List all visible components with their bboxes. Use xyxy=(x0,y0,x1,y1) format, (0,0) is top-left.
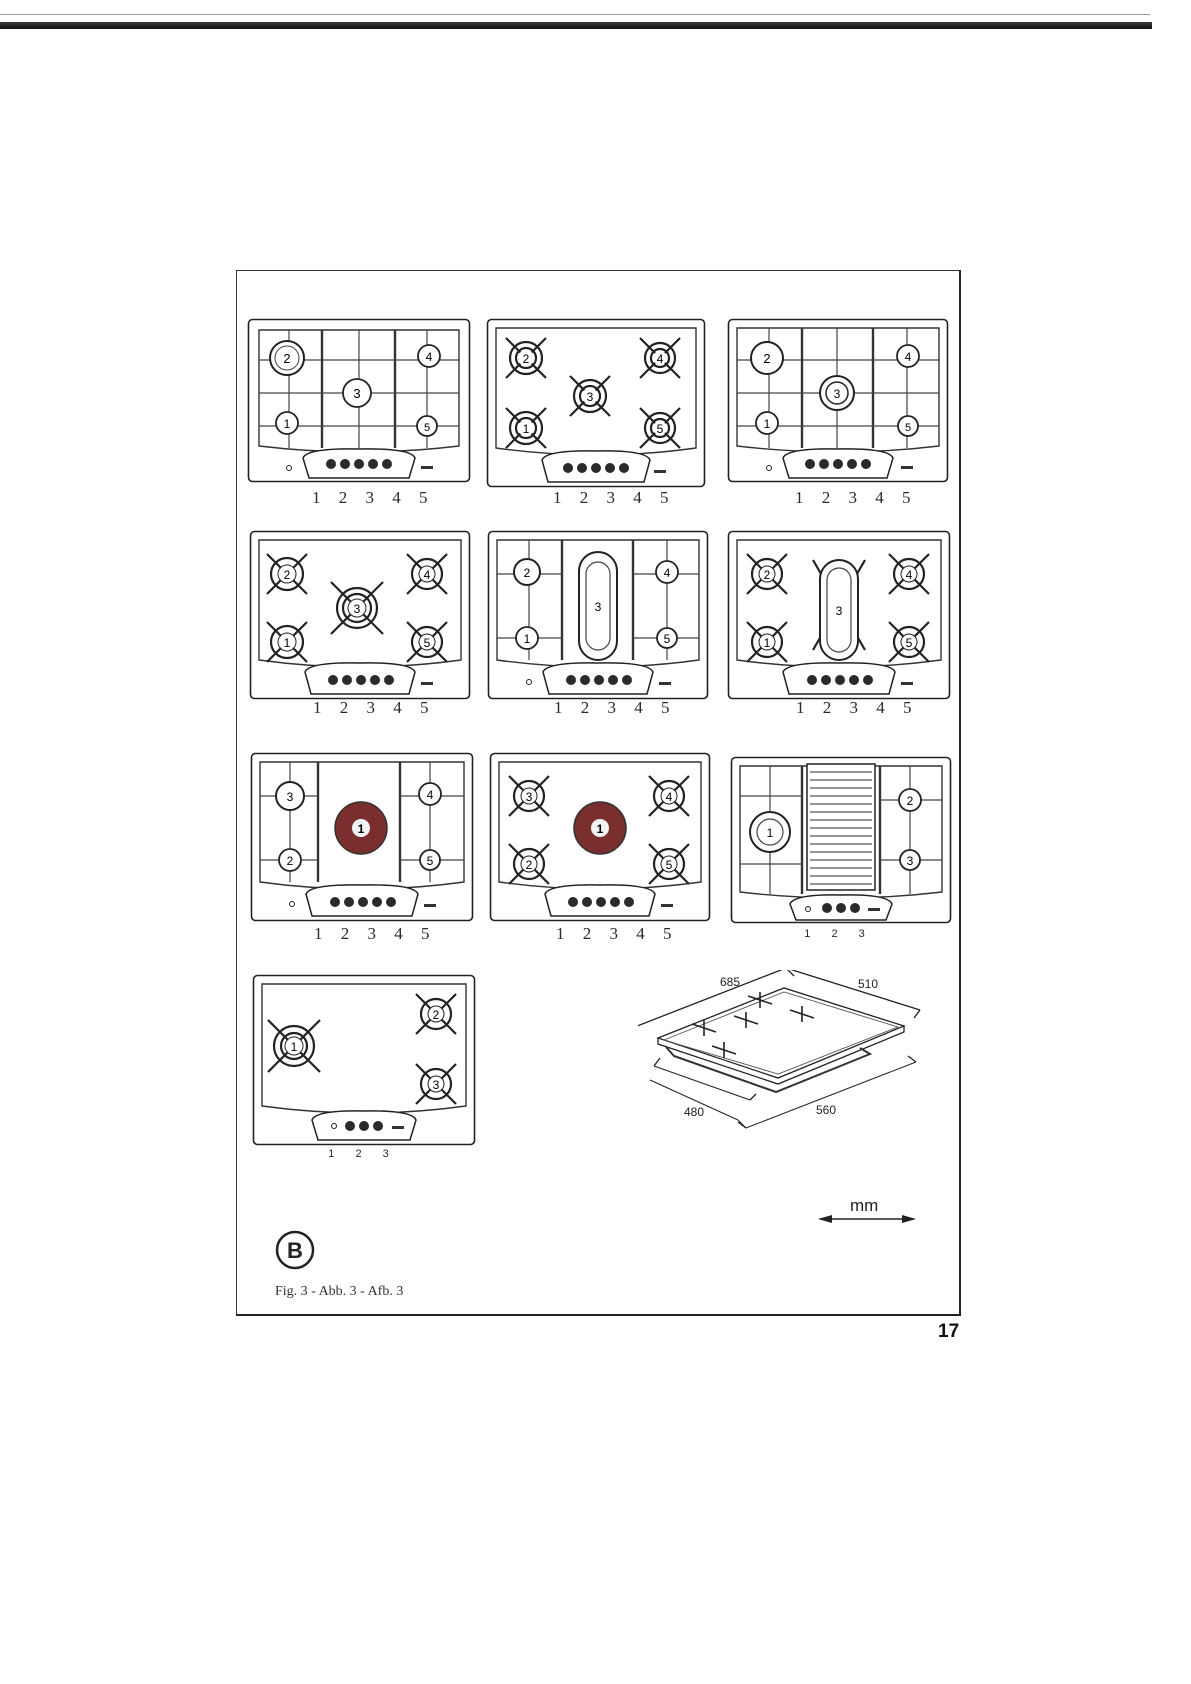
hob-diagram-9: 1 2 3 xyxy=(730,756,952,924)
burner-label: 5 xyxy=(424,636,431,650)
burner-label: 4 xyxy=(427,788,434,802)
burner-label: 1 xyxy=(597,822,604,836)
burner-label: 5 xyxy=(664,632,671,646)
burner-label: 5 xyxy=(666,858,673,872)
control-numbers: 1 2 3 4 5 xyxy=(795,488,895,508)
figure-caption: Fig. 3 - Abb. 3 - Afb. 3 xyxy=(275,1284,403,1300)
burner-label: 1 xyxy=(358,822,365,836)
hob-diagram-3: 2 3 4 1 5 xyxy=(727,318,949,483)
dimension-cutout-width: 560 xyxy=(816,1103,836,1117)
burner-label: 1 xyxy=(764,636,771,650)
burner-label: 4 xyxy=(664,566,671,580)
burner-label: 3 xyxy=(595,600,602,614)
burner-label: 5 xyxy=(424,422,430,434)
burner-label: 1 xyxy=(524,632,531,646)
burner-label: 3 xyxy=(526,790,533,804)
header-rule xyxy=(0,22,1152,29)
control-numbers: 1 2 3 4 5 xyxy=(796,698,896,718)
unit-indicator: mm xyxy=(816,1196,918,1226)
burner-label: 1 xyxy=(523,422,530,436)
control-numbers: 1 2 3 4 5 xyxy=(554,698,654,718)
burner-label: 3 xyxy=(834,387,841,401)
burner-label: 2 xyxy=(524,566,531,580)
hob-diagram-10: 1 2 3 xyxy=(252,974,476,1146)
hob-diagram-6: 2 3 4 1 5 xyxy=(727,530,951,700)
burner-label: 2 xyxy=(907,794,914,808)
burner-label: 3 xyxy=(354,602,361,616)
double-arrow-icon xyxy=(816,1196,918,1226)
hob-diagram-1: 2 3 4 1 5 xyxy=(247,318,471,483)
hob-diagram-2: 2 3 4 1 5 xyxy=(486,318,706,488)
burner-label: 5 xyxy=(657,422,664,436)
burner-label: 1 xyxy=(291,1040,298,1054)
burner-label: 4 xyxy=(905,350,912,364)
control-numbers: 1 2 3 4 5 xyxy=(312,488,412,508)
burner-label: 1 xyxy=(284,417,291,431)
burner-label: 2 xyxy=(764,568,771,582)
hob-diagram-8: 3 1 4 2 5 xyxy=(489,752,711,922)
dimension-width: 685 xyxy=(720,975,740,989)
hob-diagram-5: 2 3 4 1 5 xyxy=(487,530,709,700)
header-thin-rule xyxy=(0,14,1150,15)
burner-label: 3 xyxy=(907,854,914,868)
page-number: 17 xyxy=(938,1321,959,1343)
dimension-depth: 510 xyxy=(858,977,878,991)
burner-label: 4 xyxy=(666,790,673,804)
dimension-cutout-depth: 480 xyxy=(684,1105,704,1119)
burner-label: 4 xyxy=(657,352,664,366)
hob-diagram-7: 3 1 4 2 5 xyxy=(250,752,474,922)
burner-label: 5 xyxy=(427,854,434,868)
burner-label: 1 xyxy=(284,636,291,650)
burner-label: 3 xyxy=(433,1078,440,1092)
control-numbers: 1 2 3 4 5 xyxy=(556,924,656,944)
figure-label-badge: B xyxy=(275,1230,315,1270)
burner-label: 1 xyxy=(767,826,774,840)
burner-label: 3 xyxy=(287,790,294,804)
dimension-drawing: 685 510 480 560 xyxy=(638,970,928,1165)
burner-label: 3 xyxy=(836,604,843,618)
burner-label: 5 xyxy=(905,422,911,434)
burner-label: 2 xyxy=(287,854,294,868)
burner-label: 1 xyxy=(764,417,771,431)
control-numbers: 1 2 3 4 5 xyxy=(313,698,413,718)
burner-label: 4 xyxy=(424,568,431,582)
burner-label: 2 xyxy=(433,1008,440,1022)
burner-label: 2 xyxy=(763,351,770,366)
burner-label: 2 xyxy=(523,352,530,366)
burner-label: 3 xyxy=(587,390,594,404)
control-numbers: 1 2 3 xyxy=(804,928,874,940)
figure-label: B xyxy=(287,1238,303,1263)
hob-diagram-4: 2 3 4 1 5 xyxy=(249,530,471,700)
burner-label: 2 xyxy=(284,568,291,582)
control-numbers: 1 2 3 4 5 xyxy=(553,488,653,508)
burner-label: 4 xyxy=(426,350,433,364)
control-numbers: 1 2 3 xyxy=(328,1148,398,1160)
burner-label: 2 xyxy=(283,351,290,366)
burner-label: 4 xyxy=(906,568,913,582)
control-numbers: 1 2 3 4 5 xyxy=(314,924,414,944)
burner-label: 5 xyxy=(906,636,913,650)
burner-label: 2 xyxy=(526,858,533,872)
burner-label: 3 xyxy=(353,386,360,401)
